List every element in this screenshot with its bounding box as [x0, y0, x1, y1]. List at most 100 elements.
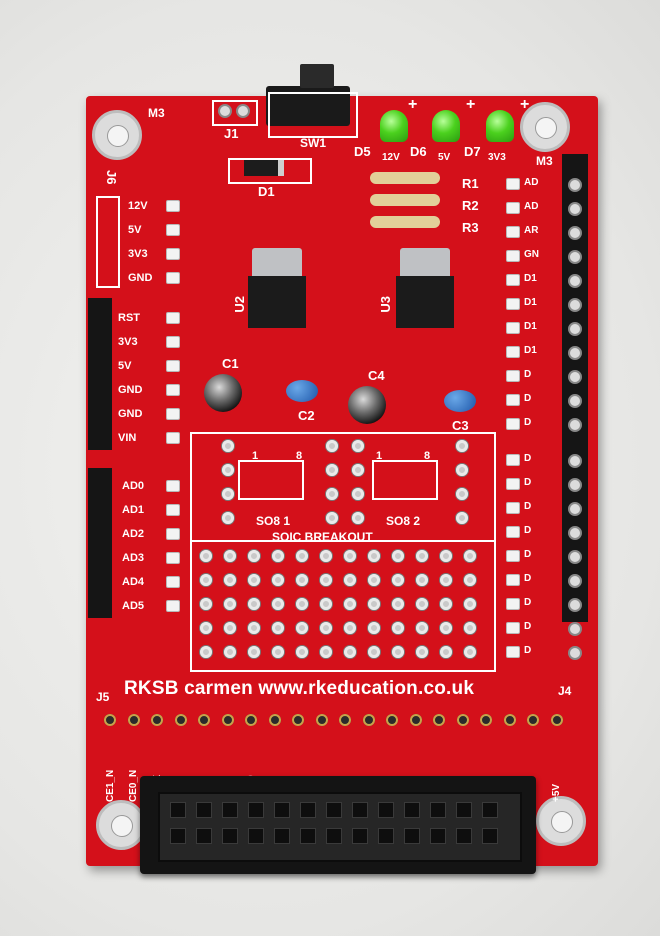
digital-label: GN — [524, 249, 539, 260]
pad — [166, 480, 180, 492]
capacitor-c3 — [444, 390, 476, 412]
gpio-header-pin — [480, 714, 492, 726]
capacitor-c1-label: C1 — [222, 356, 239, 371]
gpio-label: CE1_N — [97, 732, 123, 802]
prototype-hole — [368, 646, 380, 658]
gpio-header-pin — [456, 714, 469, 726]
mounting-hole-top-left — [92, 110, 142, 160]
arduino-power-label: 3V3 — [118, 336, 138, 348]
header-pin — [568, 202, 582, 216]
analog-label: AD5 — [122, 600, 145, 612]
led-d5-voltage: 12V — [382, 152, 400, 163]
diode-d1-outline — [228, 158, 312, 184]
pad — [166, 272, 180, 284]
header-j6-label: J6 — [104, 170, 119, 185]
idc-pin-slot — [378, 828, 394, 844]
prototype-hole — [368, 622, 380, 634]
gpio-label-text: CE1_N — [104, 769, 116, 802]
header-pin — [568, 226, 582, 240]
pad — [506, 550, 520, 562]
header-pin — [568, 298, 582, 312]
soic-chip-2-pin1-label: 1 — [376, 450, 383, 462]
pad — [506, 274, 520, 286]
soic-pad — [222, 464, 234, 476]
gpio-header-pin — [221, 714, 234, 726]
soic-pad — [352, 512, 364, 524]
prototype-hole — [296, 574, 308, 586]
header-pin — [568, 622, 582, 636]
gpio-header-pin — [433, 714, 445, 726]
gpio-header-pin — [104, 714, 116, 726]
header-pin — [568, 574, 582, 588]
soic-pad — [326, 512, 338, 524]
resistor-r2 — [370, 194, 440, 206]
gpio-header-pin — [174, 714, 187, 726]
idc-pin-slot — [404, 828, 420, 844]
prototype-hole — [440, 646, 452, 658]
regulator-u2-tab — [252, 248, 302, 278]
prototype-hole — [344, 598, 356, 610]
soic-pad — [352, 464, 364, 476]
prototype-hole — [320, 622, 332, 634]
analog-label: AD2 — [122, 528, 145, 540]
pad — [166, 528, 180, 540]
header-pin — [568, 178, 582, 192]
idc-pin-slot — [170, 802, 186, 818]
capacitor-c3-label: C3 — [452, 418, 469, 433]
header-pin — [568, 274, 582, 288]
analog-label: AD3 — [122, 552, 145, 564]
gpio-label-text: +5V — [551, 783, 562, 802]
led-d7-ref: D7 — [464, 144, 481, 159]
idc-pin-slot — [300, 828, 316, 844]
pad — [166, 504, 180, 516]
prototype-hole — [392, 646, 404, 658]
prototype-hole — [224, 622, 236, 634]
gpio-header-pin — [386, 714, 398, 726]
pad — [166, 312, 180, 324]
prototype-hole — [440, 550, 452, 562]
prototype-hole — [248, 550, 260, 562]
prototype-hole — [200, 646, 212, 658]
prototype-hole — [392, 550, 404, 562]
mounting-hole-top-right — [520, 102, 570, 152]
prototype-hole — [464, 622, 476, 634]
digital-label: D — [524, 549, 532, 560]
digital-label: D1 — [524, 345, 537, 356]
soic-pad — [352, 488, 364, 500]
prototype-hole — [248, 574, 260, 586]
pad — [166, 200, 180, 212]
idc-pin-slot — [430, 828, 446, 844]
prototype-hole — [368, 550, 380, 562]
idc-pin-slot — [352, 802, 368, 818]
idc-pin-slot — [248, 802, 264, 818]
pad — [506, 322, 520, 334]
digital-label: AD — [524, 177, 539, 188]
header-pin — [568, 454, 582, 468]
pad — [166, 248, 180, 260]
idc-pin-slot — [456, 828, 472, 844]
soic-chip-2-outline — [372, 460, 438, 500]
pad — [166, 552, 180, 564]
analog-label: AD1 — [122, 504, 145, 516]
slide-switch-outline — [268, 92, 358, 138]
header-pin — [568, 502, 582, 516]
prototype-hole — [344, 622, 356, 634]
pad — [506, 454, 520, 466]
gpio-header-pin — [292, 714, 304, 726]
diode-d1-band — [278, 160, 284, 176]
soic-pad — [326, 488, 338, 500]
prototype-hole — [368, 574, 380, 586]
power-label-12v: 12V — [128, 200, 148, 212]
soic-breakout-outline — [190, 432, 496, 542]
prototype-hole — [416, 550, 428, 562]
soic-chip-2-label: SO8 2 — [386, 514, 421, 528]
slide-switch-knob[interactable] — [300, 64, 334, 88]
digital-label: D — [524, 525, 532, 536]
led-d5 — [380, 110, 408, 142]
idc-pin-slot — [274, 802, 290, 818]
led-d7 — [486, 110, 514, 142]
header-pin — [568, 418, 582, 432]
prototype-hole — [224, 598, 236, 610]
gpio-header-pin — [409, 714, 422, 726]
